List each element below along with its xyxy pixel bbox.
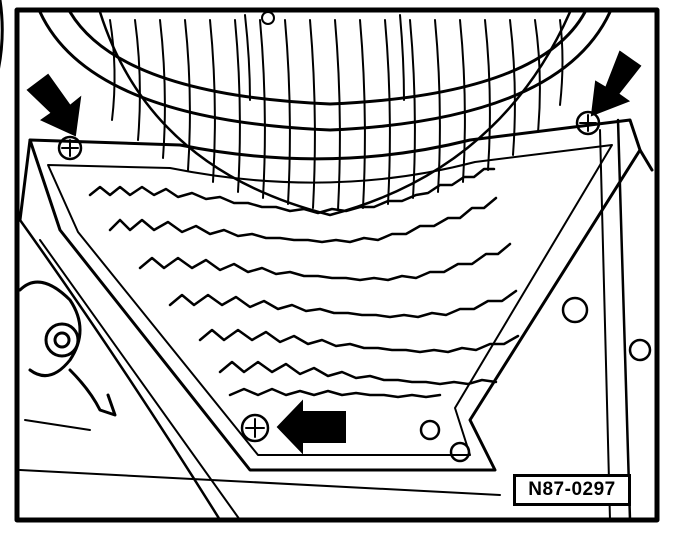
arrow-down-right-icon (590, 50, 642, 117)
blower-fins (109, 11, 564, 211)
arrow-left-icon (276, 399, 346, 455)
resistor-coils (88, 167, 520, 399)
arrow-down-left-icon (26, 73, 82, 137)
resistor-plate (18, 118, 654, 522)
side-connector (18, 280, 117, 431)
image-border (14, 7, 660, 523)
mounting-screws (57, 110, 652, 463)
figure-reference-label: N87-0297 (513, 474, 631, 506)
housing-bottom (19, 469, 501, 496)
